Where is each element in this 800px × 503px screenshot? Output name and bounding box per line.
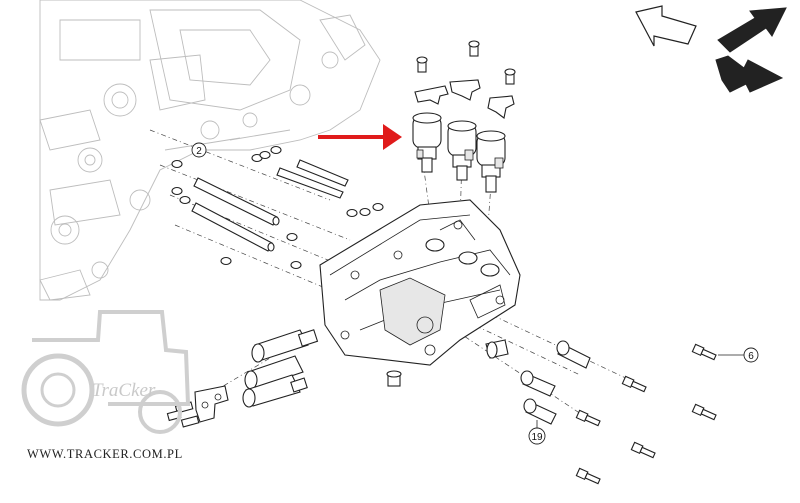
up-right-arrow-icon: [717, 7, 787, 53]
pointer-arrow-icon: [318, 124, 402, 150]
callout-19-label: 19: [531, 432, 543, 443]
tracker-logo: TraCker: [21, 310, 191, 434]
solenoids: [412, 112, 506, 193]
valve-block: [319, 199, 521, 366]
o-rings: [171, 145, 384, 270]
solenoid-brackets: [414, 40, 516, 119]
brand-label: TraCker: [92, 380, 156, 401]
right-fittings: [485, 339, 591, 425]
left-actuators: [242, 329, 319, 408]
solenoid-2: [447, 120, 477, 181]
bolts: [575, 343, 717, 485]
callout-19: 19: [528, 420, 546, 445]
transmission-housing: [39, 0, 381, 301]
tubes: [191, 159, 349, 252]
solenoid-3: [476, 130, 506, 193]
website-url: WWW.TRACKER.COM.PL: [27, 447, 183, 461]
view-arrows: [635, 5, 787, 93]
callout-6-label: 6: [748, 351, 754, 362]
drain-plug: [386, 370, 402, 387]
outline-arrow-icon: [635, 5, 697, 47]
solenoid-1: [412, 112, 442, 173]
callout-6: 6: [718, 347, 759, 363]
callout-2: 2: [191, 142, 207, 158]
down-right-arrow-icon: [715, 55, 784, 93]
callout-2-label: 2: [196, 146, 202, 157]
